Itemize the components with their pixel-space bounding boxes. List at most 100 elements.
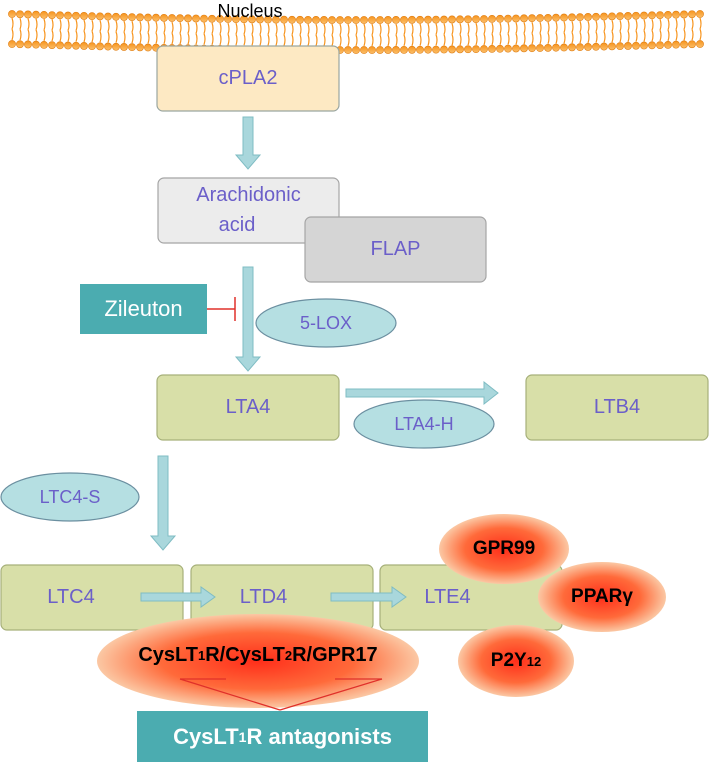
lipid-head — [328, 16, 336, 24]
lipid-head — [104, 42, 112, 51]
lipid-tail — [387, 23, 390, 47]
lipid-tail — [283, 23, 286, 46]
lipid-head — [688, 40, 696, 49]
lipid-head — [456, 45, 464, 54]
lipid-tail — [419, 23, 422, 46]
lipid-head — [536, 44, 544, 52]
lipid-tail — [467, 23, 470, 46]
lipid-tail — [651, 19, 654, 42]
lipid-tail — [379, 23, 382, 47]
lipid-tail — [123, 20, 126, 44]
lipid-tail — [667, 18, 670, 42]
lipid-head — [568, 13, 576, 22]
lipid-head — [656, 11, 664, 19]
antagonists-part-2: R antagonists — [246, 724, 392, 749]
lipid-tail — [259, 23, 262, 46]
flap-label: FLAP — [370, 238, 421, 260]
lipid-head — [472, 45, 480, 54]
lipid-head — [456, 15, 464, 24]
lipid-head — [640, 11, 648, 20]
lipid-head — [504, 44, 512, 53]
lipid-head — [648, 11, 656, 20]
lipid-tail — [571, 21, 574, 44]
lipid-tail — [147, 21, 150, 44]
5-lox-label: 5-LOX — [299, 312, 353, 333]
lipid-head — [440, 15, 448, 24]
lipid-head — [392, 16, 400, 24]
lipid-head — [216, 14, 224, 23]
lipid-head — [352, 16, 360, 24]
lipid-tail — [595, 20, 598, 43]
receptor-part-3: R/GPR17 — [292, 643, 378, 666]
5-lox-ellipse — [255, 298, 397, 348]
lipid-head — [352, 46, 360, 54]
lipid-tail — [355, 23, 358, 47]
lipid-head — [576, 13, 584, 22]
lipid-head — [632, 41, 640, 50]
lipid-head — [120, 13, 128, 21]
lipid-head — [584, 13, 592, 21]
lipid-head — [536, 14, 544, 22]
lipid-tail — [75, 19, 78, 42]
lipid-head — [112, 12, 120, 21]
lipid-head — [392, 46, 400, 54]
lipid-head — [680, 10, 688, 19]
antagonists-part-1: CysLT — [173, 724, 239, 749]
lipid-head — [336, 16, 344, 24]
lipid-head — [448, 15, 456, 24]
lipid-tail — [475, 22, 478, 46]
lipid-tail — [179, 21, 182, 45]
lipid-tail — [115, 20, 118, 43]
lipid-head — [8, 40, 16, 48]
gpr99-ellipse — [439, 514, 569, 584]
lipid-tail — [27, 18, 30, 41]
lipid-head — [296, 15, 304, 24]
lipid-head — [136, 13, 144, 22]
arrow-lta4-to-ltc4 — [149, 455, 177, 551]
lipid-head — [48, 11, 56, 19]
lipid-tail — [307, 23, 310, 47]
lipid-head — [256, 15, 264, 24]
lipid-tail — [235, 22, 238, 46]
cpla2-box — [156, 45, 340, 112]
lipid-tail — [339, 23, 342, 47]
lipid-head — [552, 13, 560, 22]
lipid-head — [664, 10, 672, 19]
lipid-head — [656, 41, 664, 49]
ppar-gamma-ellipse — [538, 562, 666, 632]
lipid-head — [96, 42, 104, 51]
zileuton-box — [80, 284, 207, 334]
lipid-head — [384, 16, 392, 24]
lte4-label: LTE4 — [424, 586, 471, 608]
lipid-head — [608, 12, 616, 21]
lipid-tail — [539, 21, 542, 45]
lipid-head — [136, 43, 144, 52]
lipid-head — [520, 44, 528, 53]
lipid-tail — [587, 20, 590, 44]
lipid-head — [696, 40, 704, 48]
lipid-tail — [635, 19, 638, 42]
lipid-tail — [323, 23, 326, 47]
lipid-tail — [459, 23, 462, 46]
lipid-head — [88, 12, 96, 21]
lipid-head — [544, 13, 552, 22]
lipid-head — [504, 14, 512, 23]
lipid-tail — [43, 18, 46, 42]
lipid-head — [624, 42, 632, 50]
lipid-head — [664, 40, 672, 49]
lipid-tail — [451, 23, 454, 46]
lipid-tail — [531, 21, 534, 45]
lipid-tail — [643, 19, 646, 42]
lipid-tail — [691, 18, 694, 41]
lipid-tail — [163, 21, 166, 45]
lipid-head — [544, 43, 552, 52]
lipid-head — [360, 16, 368, 24]
lipid-head — [56, 11, 64, 20]
lipid-tail — [579, 20, 582, 44]
lipid-head — [368, 16, 376, 24]
lipid-head — [432, 15, 440, 24]
lipid-tail — [347, 23, 350, 47]
lipid-tail — [155, 21, 158, 44]
lipid-head — [224, 15, 232, 23]
